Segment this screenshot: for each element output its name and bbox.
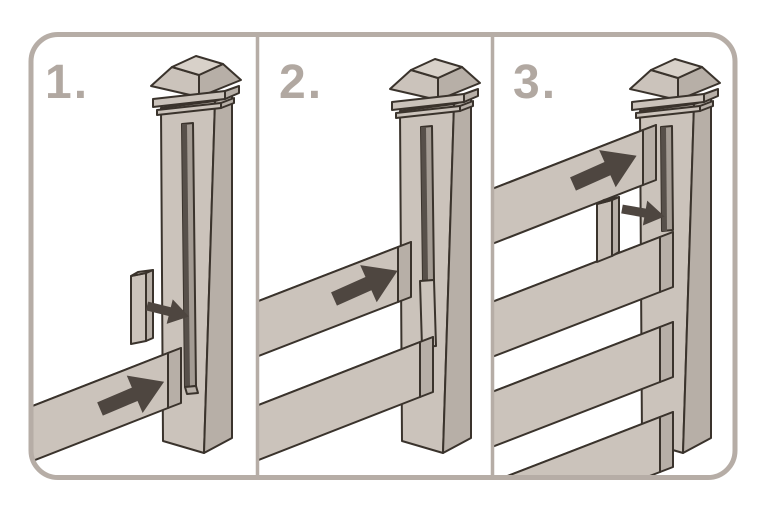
spacer-picket — [596, 196, 620, 263]
spacer-in-slot — [419, 279, 437, 348]
step-3-label: 3. — [513, 56, 557, 109]
post-slot-groove — [660, 125, 674, 232]
bottom-rail — [502, 411, 674, 477]
upper-installed-rail — [494, 231, 674, 358]
step-2-label: 2. — [279, 56, 323, 109]
post-cap — [150, 55, 242, 116]
panel-step-1 — [33, 55, 242, 462]
post-cap — [389, 58, 481, 119]
panel-step-2 — [259, 58, 481, 461]
bottom-rail — [259, 336, 434, 461]
diagram-frame-border — [28, 32, 738, 480]
post-cap — [629, 58, 721, 119]
panel-step-3 — [494, 58, 721, 477]
post-slot-groove — [181, 122, 199, 395]
step-1-label: 1. — [45, 56, 89, 109]
fence-post — [389, 58, 481, 454]
rail-being-inserted — [259, 241, 412, 357]
middle-rail — [494, 321, 674, 448]
post-slot-groove — [420, 125, 435, 282]
